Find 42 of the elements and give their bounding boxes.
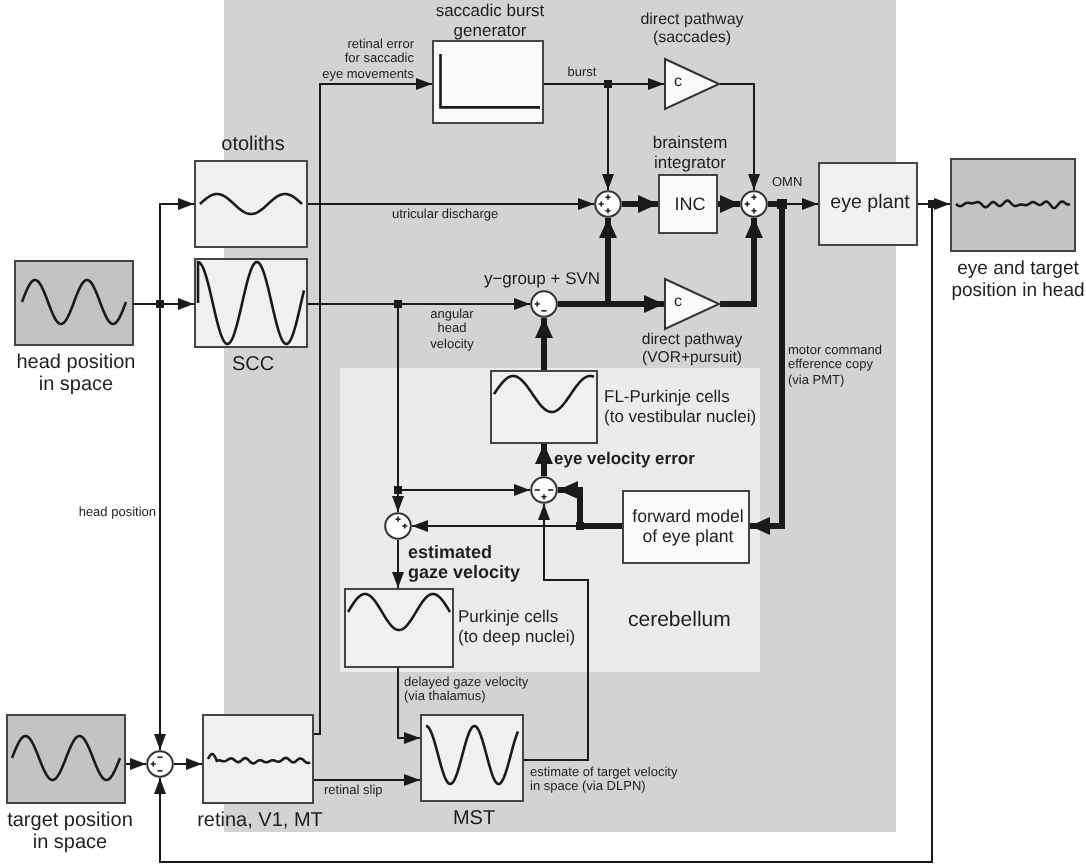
arrow	[720, 218, 763, 307]
block-text: INC	[674, 194, 706, 215]
block-label: saccadic burst generator	[435, 2, 545, 41]
arrow	[392, 539, 404, 589]
edge-label: eye velocity error	[554, 450, 695, 470]
arrow	[125, 758, 147, 770]
block-label: FL-Purkinje cells (to vestibular nuclei)	[604, 388, 757, 427]
block-label: MST	[452, 808, 496, 831]
block-text: forward model of eye plant	[632, 508, 744, 548]
cerebellum-region	[340, 368, 760, 672]
block-label: Purkinje cells (to deep nuclei)	[458, 608, 576, 647]
arrow	[397, 667, 421, 744]
block-label: SCC	[231, 354, 275, 377]
arrow	[313, 78, 433, 735]
edge-label: estimated gaze velocity	[408, 542, 521, 583]
arrow	[558, 218, 617, 307]
block-label: eye and target position in head	[951, 260, 1085, 303]
arrow	[154, 203, 933, 863]
arrow	[307, 198, 595, 210]
block-label: otoliths	[221, 134, 285, 157]
arrow	[535, 318, 553, 370]
arrow	[173, 758, 203, 770]
pathway-label: direct pathway (saccades)	[640, 12, 744, 48]
block-label: target position in space	[7, 810, 133, 855]
junction-label: y−group + SVN	[483, 270, 601, 290]
block-label: brainstem integrator	[652, 134, 728, 173]
arrow	[750, 201, 785, 535]
arrow	[719, 83, 760, 191]
gain-label: c	[674, 294, 682, 312]
arrow	[718, 195, 740, 213]
process-box	[818, 162, 918, 246]
arrow	[313, 774, 421, 786]
arrow	[622, 195, 658, 213]
arrow	[558, 481, 622, 529]
block-label: head position in space	[16, 352, 136, 397]
block-text: eye plant	[830, 194, 910, 216]
arrow	[523, 503, 589, 761]
block-label: retina, V1, MT	[197, 810, 323, 833]
region-label: cerebellum	[628, 610, 731, 634]
arrow	[535, 444, 553, 476]
gain-label: c	[674, 74, 682, 92]
process-box	[622, 490, 750, 564]
